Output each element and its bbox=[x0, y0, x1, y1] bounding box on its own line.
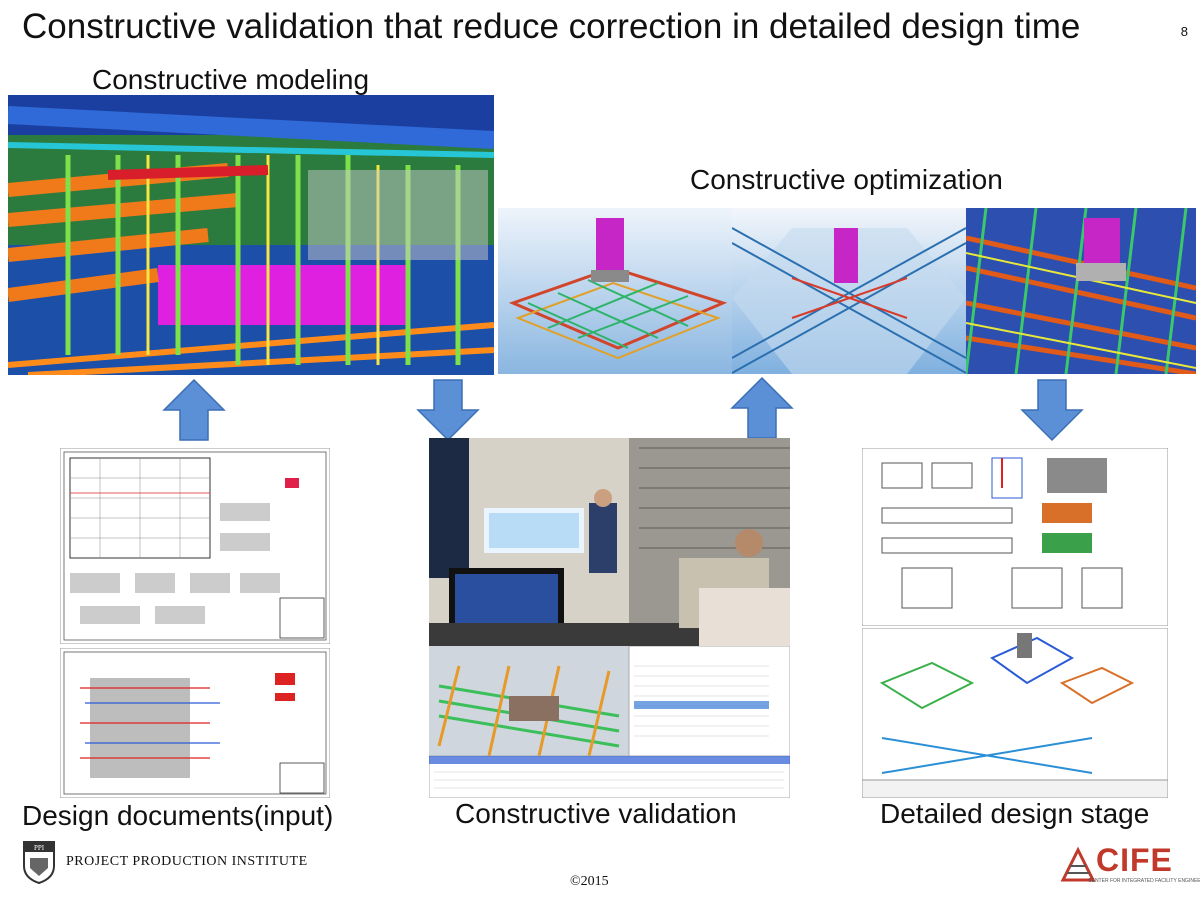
cife-name: CIFE bbox=[1096, 842, 1173, 878]
ppi-shield-icon: PPI bbox=[23, 841, 55, 884]
cife-building-icon bbox=[1060, 846, 1096, 882]
validation-photo bbox=[429, 438, 790, 646]
detailed-design-label: Detailed design stage bbox=[880, 798, 1150, 829]
ppi-logo: PPI PROJECT PRODUCTION INSTITUTE bbox=[22, 840, 308, 884]
arrow-down-modeling-to-validation bbox=[416, 378, 480, 442]
constructive-optimization-label: Constructive optimization bbox=[690, 164, 1003, 195]
design-drawing-2 bbox=[60, 648, 330, 798]
cife-subtitle: CENTER FOR INTEGRATED FACILITY ENGINEERI… bbox=[1088, 878, 1200, 884]
page-number: 8 bbox=[1180, 24, 1188, 39]
optimization-image-1 bbox=[498, 208, 732, 374]
arrow-up-docs-to-modeling bbox=[162, 378, 226, 442]
constructive-modeling-label: Constructive modeling bbox=[92, 64, 370, 95]
cife-logo: CIFE CENTER FOR INTEGRATED FACILITY ENGI… bbox=[1058, 842, 1200, 892]
constructive-validation-label: Constructive validation bbox=[455, 798, 737, 829]
slide-title: Constructive validation that reduce corr… bbox=[22, 7, 1081, 46]
validation-software-screenshot bbox=[429, 646, 790, 798]
arrow-down-optimization-to-detailed bbox=[1020, 378, 1084, 442]
design-documents-label: Design documents(input) bbox=[22, 800, 334, 831]
copyright: ©2015 bbox=[570, 874, 609, 889]
detailed-drawing-2 bbox=[862, 628, 1168, 798]
ppi-name: PROJECT PRODUCTION INSTITUTE bbox=[66, 854, 308, 869]
optimization-image-3 bbox=[966, 208, 1196, 374]
detailed-drawing-1 bbox=[862, 448, 1168, 626]
design-drawing-1 bbox=[60, 448, 330, 644]
optimization-image-2 bbox=[732, 208, 966, 374]
arrow-up-validation-to-optimization bbox=[730, 376, 794, 440]
svg-text:PPI: PPI bbox=[34, 844, 45, 852]
constructive-modeling-image bbox=[8, 95, 494, 375]
